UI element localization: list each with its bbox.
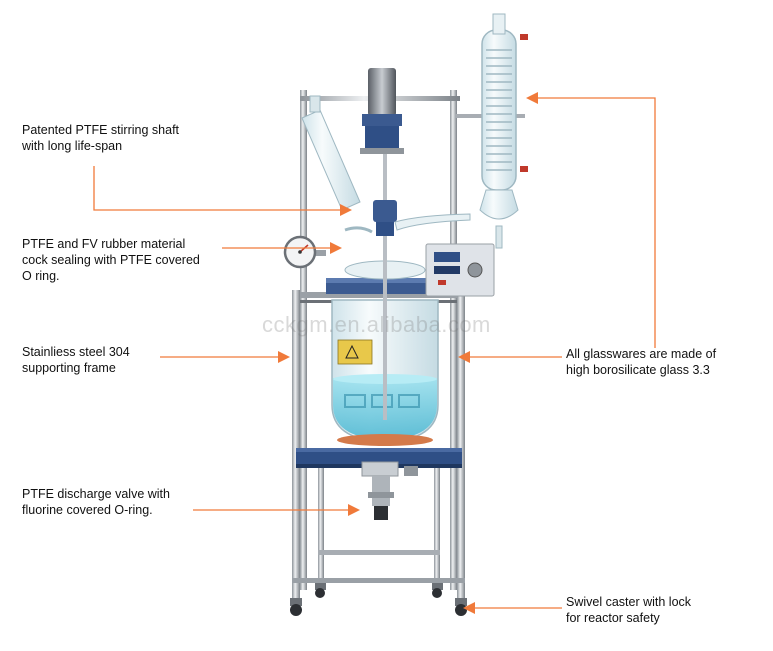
callout-stirring-shaft: Patented PTFE stirring shaft with long l… (22, 122, 179, 154)
callout-glassware: All glasswares are made of high borosili… (566, 346, 716, 378)
callout-line: PTFE and FV rubber material (22, 237, 186, 251)
callout-line: O ring. (22, 269, 60, 283)
callout-line: Stainliess steel 304 (22, 345, 130, 359)
condenser-icon (479, 13, 528, 249)
callout-cock-sealing: PTFE and FV rubber material cock sealing… (22, 236, 200, 284)
callout-caster: Swivel caster with lock for reactor safe… (566, 594, 691, 626)
callout-line: for reactor safety (566, 611, 660, 625)
arrow-glassware-upper (538, 97, 656, 348)
watermark: cckgm.en.alibaba.com (262, 312, 491, 337)
callout-line: high borosilicate glass 3.3 (566, 363, 710, 377)
temperature-controller (425, 243, 495, 297)
caster-wheels (290, 583, 467, 616)
callout-line: Patented PTFE stirring shaft (22, 123, 180, 137)
arrow-head-icon (278, 92, 538, 614)
callout-line: Swivel caster with lock (566, 595, 692, 609)
callout-line: All glasswares are made of (566, 347, 717, 361)
discharge-valve (361, 461, 418, 520)
callout-frame: Stainliess steel 304 supporting frame (22, 344, 130, 376)
callout-line: PTFE discharge valve with (22, 487, 170, 501)
callout-line: fluorine covered O-ring. (22, 503, 153, 517)
callout-line: supporting frame (22, 361, 116, 375)
stirring-assembly (301, 68, 471, 420)
arrow-stirring-shaft (93, 166, 340, 211)
callout-line: with long life-span (22, 139, 123, 153)
callout-arrows (93, 97, 656, 609)
callout-discharge-valve: PTFE discharge valve with fluorine cover… (22, 486, 170, 518)
callout-line: cock sealing with PTFE covered (22, 253, 200, 267)
pressure-gauge-icon (283, 235, 326, 269)
